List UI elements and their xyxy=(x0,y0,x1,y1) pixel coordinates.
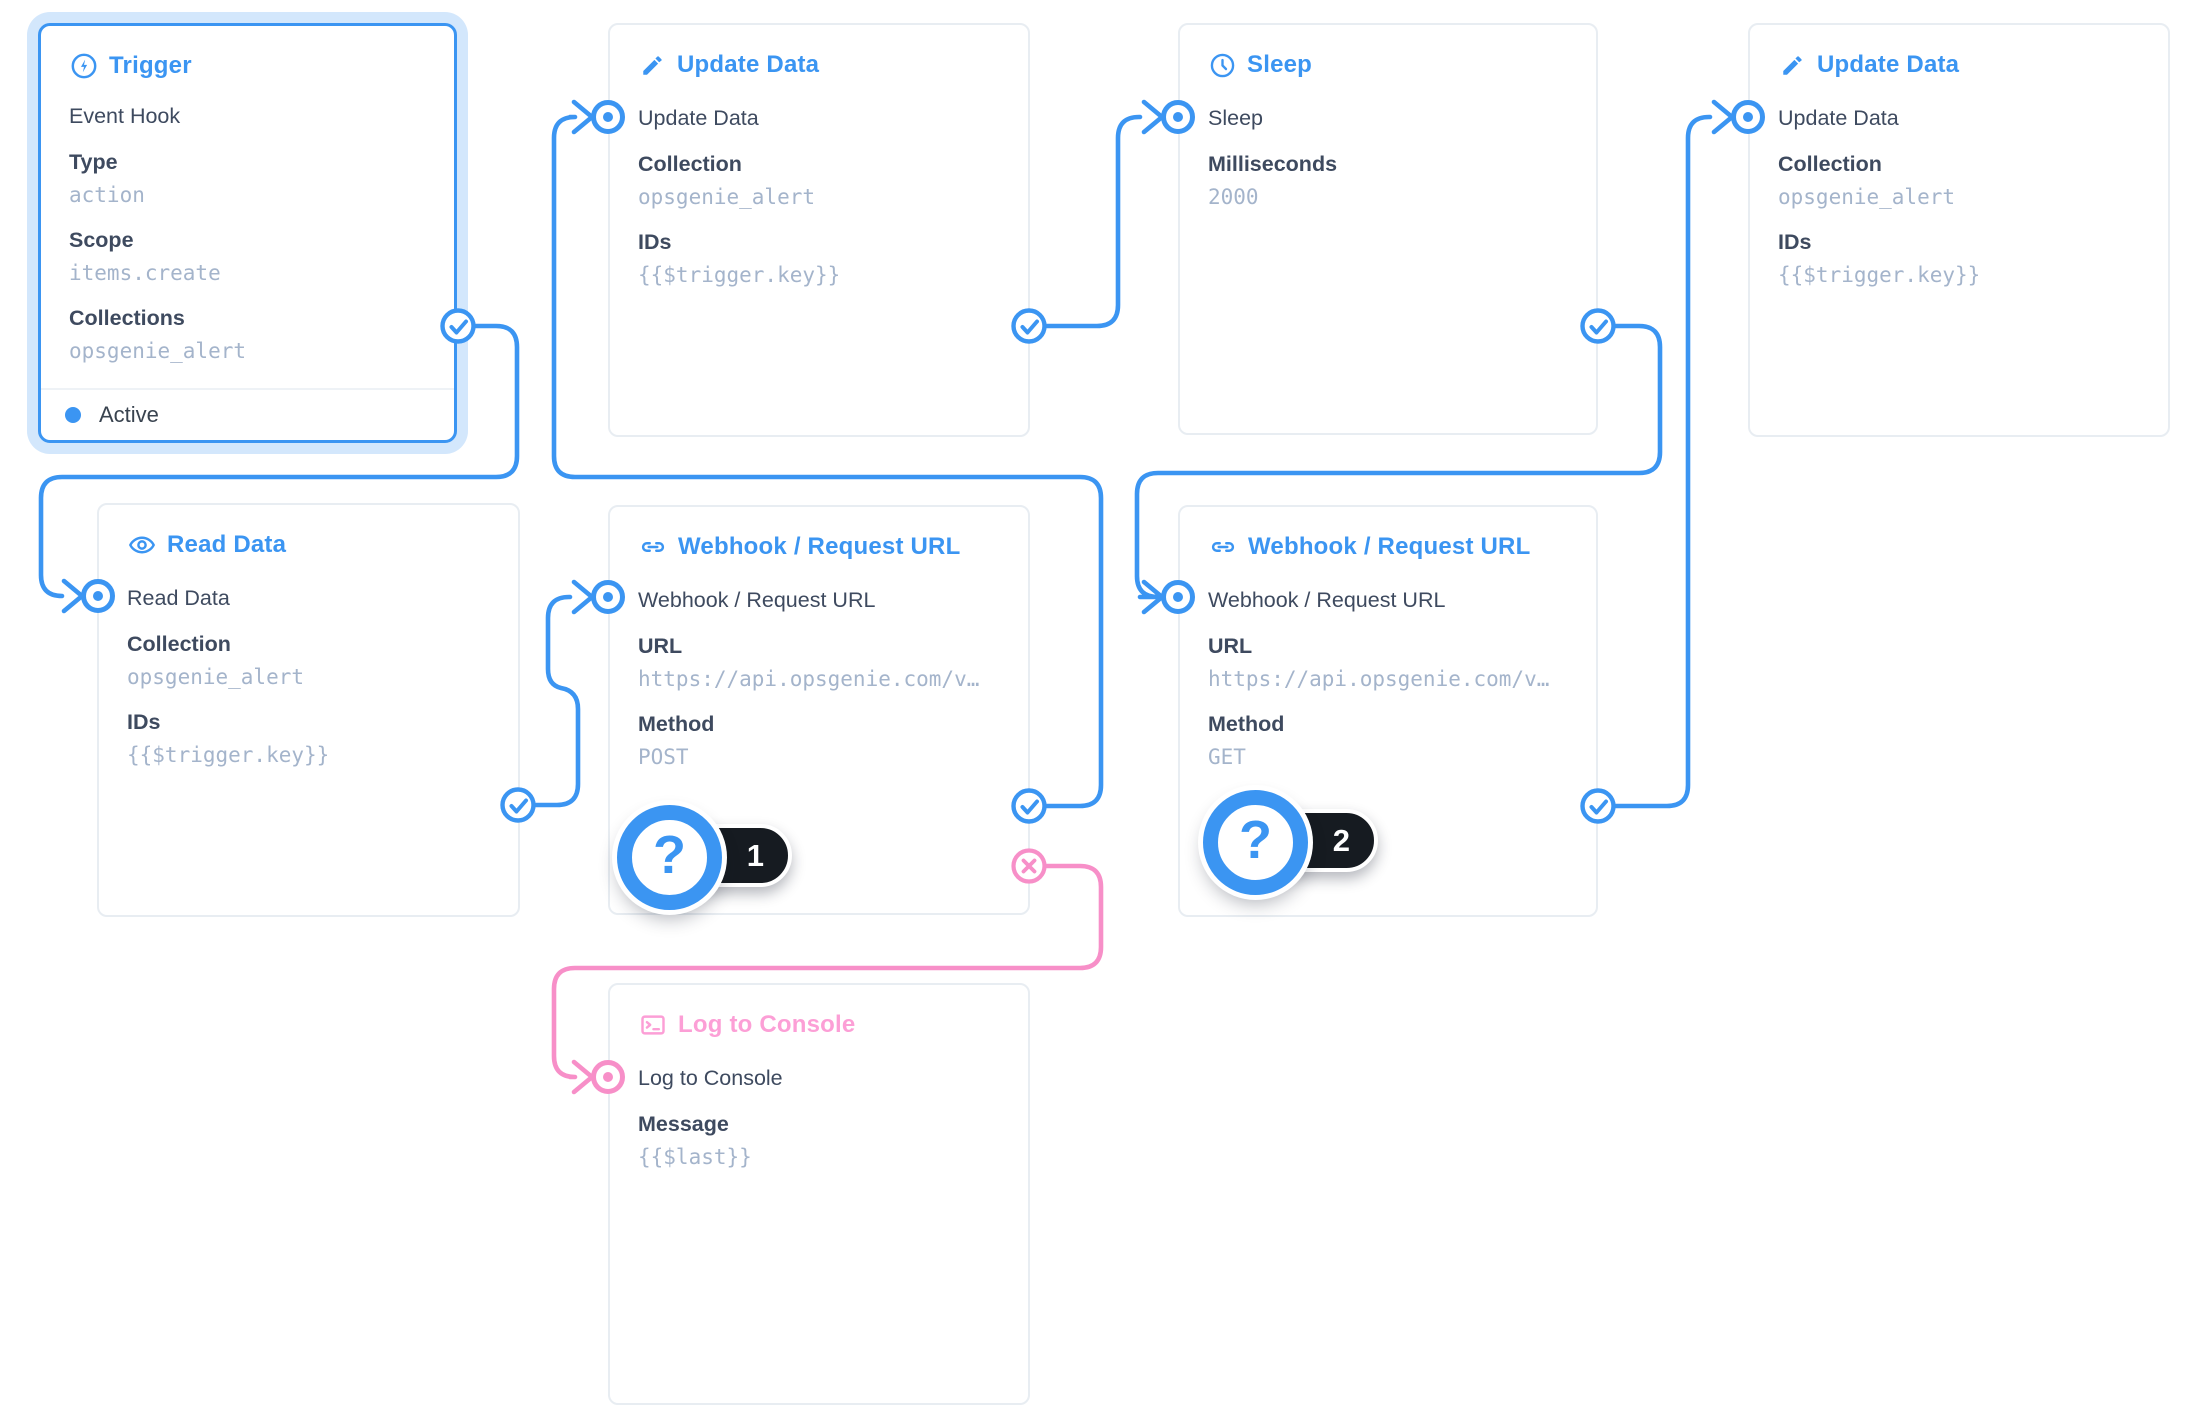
field: Collections opsgenie_alert xyxy=(69,306,247,363)
node-name: Update Data xyxy=(638,106,759,130)
node-name: Log to Console xyxy=(638,1066,783,1090)
node-name: Update Data xyxy=(1778,106,1899,130)
pencil-icon xyxy=(639,52,666,79)
node-name: Webhook / Request URL xyxy=(638,588,876,612)
node-title: Webhook / Request URL xyxy=(1209,533,1530,561)
arrowhead-icon xyxy=(1141,99,1165,135)
field: URL https://api.opsgenie.com/v… xyxy=(1208,634,1550,691)
wire-webhook-2-to-update-data-2 xyxy=(1611,114,1713,809)
node-title: Webhook / Request URL xyxy=(639,533,960,561)
clock-icon xyxy=(1209,52,1236,79)
node-trigger[interactable]: Trigger Event Hook Type action Scope ite… xyxy=(38,23,457,443)
node-title-label: Trigger xyxy=(109,52,192,79)
arrowhead-icon xyxy=(571,1059,595,1095)
eye-icon xyxy=(128,531,156,559)
field: Method GET xyxy=(1208,712,1285,769)
node-title-label: Update Data xyxy=(1817,51,1960,78)
field: IDs {{$trigger.key}} xyxy=(127,710,330,767)
field: Message {{$last}} xyxy=(638,1112,752,1169)
field: Collection opsgenie_alert xyxy=(1778,152,1956,209)
arrowhead-icon xyxy=(1711,99,1735,135)
field: Type action xyxy=(69,150,145,207)
status-label: Active xyxy=(99,402,159,427)
node-body: Update Data Collection opsgenie_alert ID… xyxy=(638,102,1012,291)
field: Scope items.create xyxy=(69,228,221,285)
wire-update-data-1-to-sleep xyxy=(1042,114,1143,329)
field: IDs {{$trigger.key}} xyxy=(1778,230,1981,287)
field: Collection opsgenie_alert xyxy=(638,152,816,209)
arrowhead-icon xyxy=(61,578,85,614)
node-body: Read Data Collection opsgenie_alert IDs … xyxy=(127,582,502,771)
unresolved-step-badge-1[interactable]: 1 ? xyxy=(617,805,857,915)
node-title-label: Sleep xyxy=(1247,51,1313,78)
question-mark-icon[interactable]: ? xyxy=(1203,790,1308,895)
node-name: Sleep xyxy=(1208,106,1263,130)
field: URL https://api.opsgenie.com/v… xyxy=(638,634,980,691)
node-title-label: Read Data xyxy=(167,531,287,558)
node-title: Read Data xyxy=(128,531,286,559)
node-title: Update Data xyxy=(1779,51,1959,79)
node-body: Event Hook Type action Scope items.creat… xyxy=(69,100,438,367)
node-title-label: Webhook / Request URL xyxy=(1248,533,1531,560)
node-body: Webhook / Request URL URL https://api.op… xyxy=(1208,584,1580,773)
node-title: Log to Console xyxy=(639,1011,855,1039)
status-dot xyxy=(65,407,81,423)
wire-read-data-to-webhook-1 xyxy=(531,594,581,808)
terminal-icon xyxy=(639,1011,667,1039)
node-title-label: Update Data xyxy=(677,51,820,78)
node-sleep[interactable]: Sleep Sleep Milliseconds 2000 xyxy=(1178,23,1598,435)
question-mark-icon[interactable]: ? xyxy=(617,805,722,910)
pencil-icon xyxy=(1779,52,1806,79)
field: Collection opsgenie_alert xyxy=(127,632,305,689)
arrowhead-icon xyxy=(1141,579,1165,615)
field: IDs {{$trigger.key}} xyxy=(638,230,841,287)
link-icon xyxy=(639,533,667,561)
node-body: Log to Console Message {{$last}} xyxy=(638,1062,1012,1173)
field: Milliseconds 2000 xyxy=(1208,152,1338,209)
node-name: Webhook / Request URL xyxy=(1208,588,1446,612)
arrowhead-icon xyxy=(571,579,595,615)
node-update-data-2[interactable]: Update Data Update Data Collection opsge… xyxy=(1748,23,2170,437)
node-title: Update Data xyxy=(639,51,819,79)
node-title: Sleep xyxy=(1209,51,1312,79)
link-icon xyxy=(1209,533,1237,561)
node-body: Webhook / Request URL URL https://api.op… xyxy=(638,584,1012,773)
node-read-data[interactable]: Read Data Read Data Collection opsgenie_… xyxy=(97,503,520,917)
node-name: Event Hook xyxy=(69,104,181,128)
node-title-label: Webhook / Request URL xyxy=(678,533,961,560)
arrowhead-icon xyxy=(571,99,595,135)
node-title-label: Log to Console xyxy=(678,1011,856,1038)
node-body: Sleep Milliseconds 2000 xyxy=(1208,102,1580,213)
bolt-circle-icon xyxy=(70,52,98,80)
node-body: Update Data Collection opsgenie_alert ID… xyxy=(1778,102,2152,291)
field: Method POST xyxy=(638,712,715,769)
trigger-status: Active xyxy=(41,388,454,440)
node-title: Trigger xyxy=(70,52,192,80)
unresolved-step-badge-2[interactable]: 2 ? xyxy=(1203,790,1443,900)
node-name: Read Data xyxy=(127,586,230,610)
node-update-data-1[interactable]: Update Data Update Data Collection opsge… xyxy=(608,23,1030,437)
node-log-to-console[interactable]: Log to Console Log to Console Message {{… xyxy=(608,983,1030,1405)
